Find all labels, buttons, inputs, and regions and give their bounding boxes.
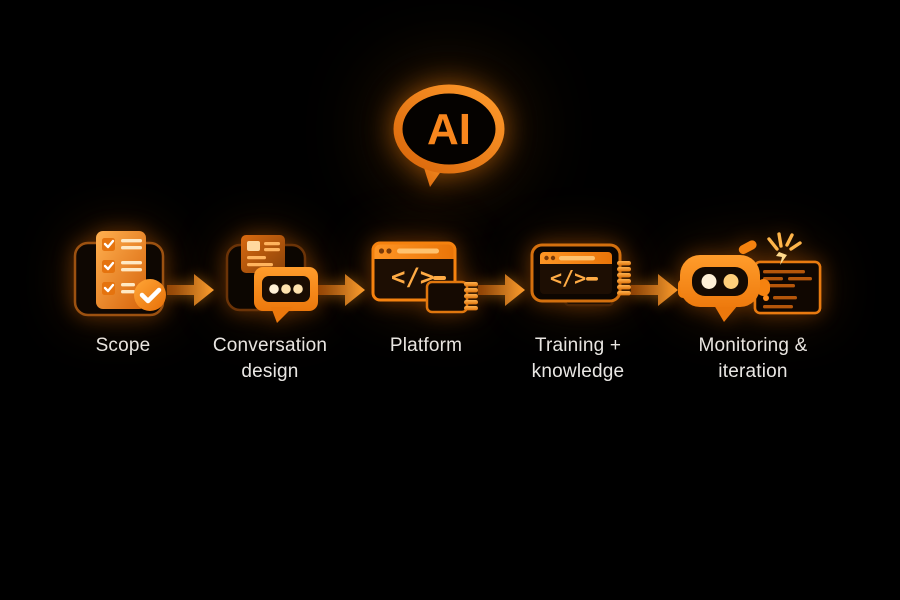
step-monitoring-iteration: Monitoring & iteration: [678, 225, 828, 385]
spark-core: [776, 252, 787, 265]
robot-report-spark-icon: [678, 232, 822, 322]
right-arrow-icon: [631, 274, 678, 306]
left-eye: [701, 274, 717, 289]
window-dot: [386, 248, 392, 254]
step-label-scope: Scope: [95, 335, 151, 356]
check-badge: [134, 279, 166, 311]
check-mark: [139, 287, 162, 304]
window-dot: [550, 255, 556, 261]
robot-head: [678, 240, 770, 322]
spark-burst: [767, 232, 802, 251]
checklist-check-icon: [73, 231, 166, 317]
right-arrow-icon: [167, 274, 214, 306]
ai-speech-bubble-icon: AI: [393, 84, 505, 187]
typing-dot: [293, 284, 303, 294]
window-dot: [544, 255, 549, 261]
typing-dot: [269, 284, 279, 294]
ai-logo: AI: [389, 82, 509, 196]
flow-arrow-1: [167, 272, 215, 308]
visor: [692, 267, 748, 296]
step-label-conversation-design: Conversation design: [212, 335, 328, 382]
flow-arrow-3: [478, 272, 526, 308]
code-monitor-data-icon: </>: [530, 243, 631, 307]
step-platform: </> Platform: [351, 225, 501, 359]
step-label-platform: Platform: [389, 335, 463, 356]
chat-bubble-document-icon: [225, 235, 318, 323]
window-dot: [378, 248, 385, 254]
speech-tail: [271, 307, 293, 323]
speech-tail: [714, 305, 738, 322]
status-dot: [763, 295, 769, 301]
code-dash: [586, 277, 598, 281]
flow-arrow-4: [631, 272, 679, 308]
step-conversation-design: Conversation design: [195, 225, 345, 385]
right-ear: [757, 279, 770, 296]
antenna: [738, 240, 757, 255]
step-label-monitoring-iteration: Monitoring & iteration: [698, 335, 808, 382]
code-browser-plugin-icon: </>: [371, 241, 478, 314]
flow-arrow-2: [318, 272, 366, 308]
step-scope: Scope: [48, 225, 198, 359]
right-eye: [723, 274, 739, 289]
knowledge-stack: [617, 261, 631, 296]
address-bar: [397, 248, 439, 254]
typing-dot: [281, 284, 291, 294]
connector-pins: [464, 282, 478, 311]
plugin-card: [425, 280, 469, 314]
address-bar: [559, 256, 595, 261]
bubble-outline: [393, 84, 505, 174]
step-label-training-knowledge: Training + knowledge: [531, 335, 625, 382]
code-dash: [433, 276, 446, 280]
right-arrow-icon: [318, 274, 365, 306]
code-glyph: </>: [550, 266, 586, 290]
ai-logo-text: AI: [427, 105, 471, 154]
right-arrow-icon: [478, 274, 525, 306]
step-training-knowledge: </> Training + knowledge: [503, 225, 653, 385]
